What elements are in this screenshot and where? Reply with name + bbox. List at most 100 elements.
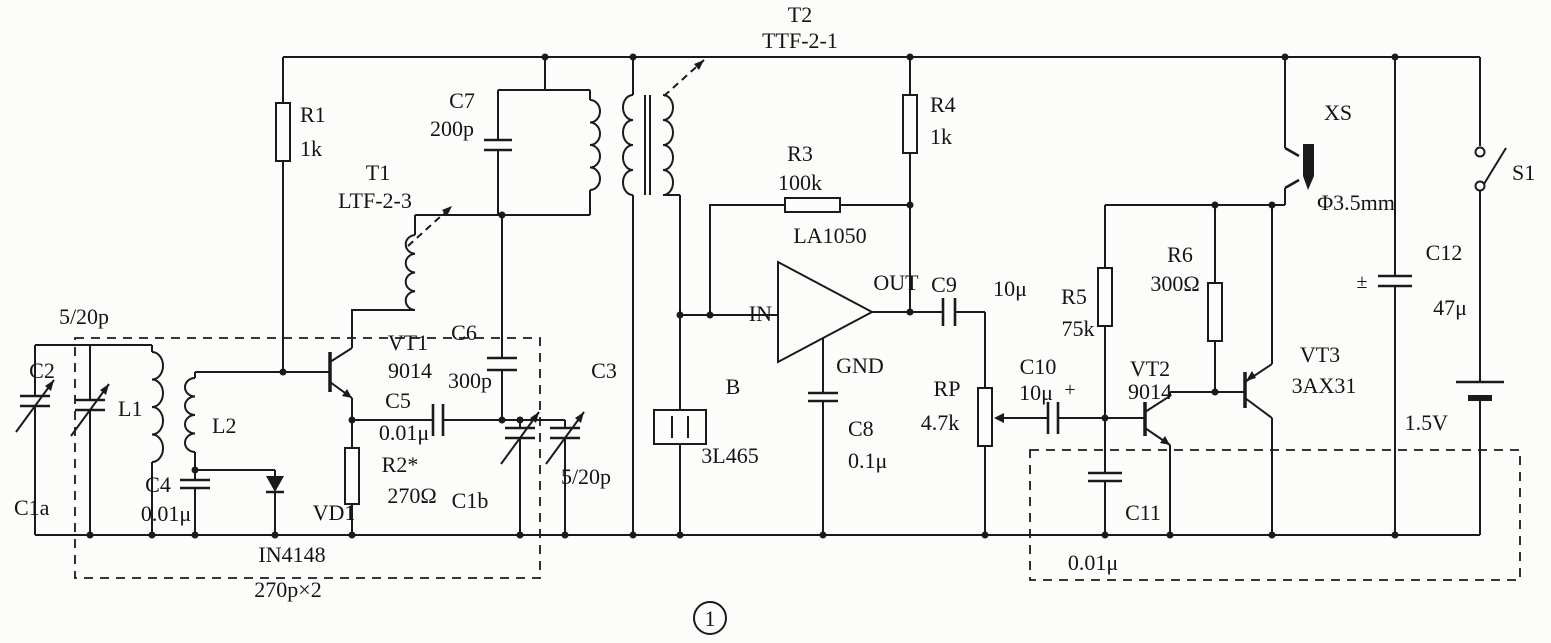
figure-number-badge xyxy=(693,601,727,635)
junction-dot xyxy=(86,531,94,539)
junction-dot xyxy=(498,416,506,424)
ic-amp-triangle xyxy=(777,260,875,364)
c2-arrowhead xyxy=(45,380,54,391)
r2-ref: R2* xyxy=(382,452,419,477)
c9-ref: C9 xyxy=(931,272,957,297)
ic1-pin-in: IN xyxy=(749,301,772,326)
junction-dot xyxy=(906,201,914,209)
coil-osc xyxy=(589,99,601,191)
l1-ref: L1 xyxy=(118,396,142,421)
vt1-emitter-arrow xyxy=(342,389,352,398)
vt1-ref: VT1 xyxy=(388,330,428,355)
c1a-trim-arrow xyxy=(70,383,110,437)
vt2-model: 9014 xyxy=(1128,379,1172,404)
junction-dot xyxy=(498,211,506,219)
c3-ref: C3 xyxy=(591,358,617,383)
junction-dot xyxy=(819,531,827,539)
t2-ref: T2 xyxy=(788,2,812,27)
r4-ref: R4 xyxy=(930,92,956,117)
jack-xs-contacts xyxy=(1284,146,1300,190)
junction-dot xyxy=(1281,53,1289,61)
b-model: 3L465 xyxy=(701,443,758,468)
ic1-name: LA1050 xyxy=(793,223,866,248)
c1a-arrowhead xyxy=(100,384,109,395)
c5-value: 0.01μ xyxy=(379,420,429,445)
resistor-r5 xyxy=(1097,267,1113,327)
junction-dot xyxy=(981,531,989,539)
gang-note: 270p×2 xyxy=(254,577,321,602)
t2-tuning-arrow xyxy=(663,59,705,97)
junction-dot xyxy=(271,531,279,539)
potentiometer-rp xyxy=(977,387,993,447)
r3-value: 100k xyxy=(778,170,822,195)
vt3-model: 3AX31 xyxy=(1292,373,1357,398)
c10-value: 10μ xyxy=(1019,380,1053,405)
c4-value: 0.01μ xyxy=(141,501,191,526)
junction-dot xyxy=(1268,531,1276,539)
vd1-model: IN4148 xyxy=(258,542,325,567)
r4-value: 1k xyxy=(930,124,952,149)
c9-value: 10μ xyxy=(993,276,1027,301)
coil-t2-left xyxy=(622,94,634,196)
junction-dot xyxy=(629,531,637,539)
resistor-r2 xyxy=(344,447,360,505)
r6-ref: R6 xyxy=(1167,242,1193,267)
b-ref: B xyxy=(726,374,741,399)
r6-value: 300Ω xyxy=(1150,271,1199,296)
resistor-r3 xyxy=(784,197,841,213)
junction-dot xyxy=(348,531,356,539)
transistor-base-bars xyxy=(328,352,1247,436)
c11-value: 0.01μ xyxy=(1068,550,1118,575)
xs-size: Φ3.5mm xyxy=(1317,190,1395,215)
vt2-ref: VT2 xyxy=(1130,356,1170,381)
output-section-box xyxy=(1029,449,1521,581)
resistor-r4 xyxy=(902,94,918,154)
t2-model: TTF-2-1 xyxy=(762,28,838,53)
vt3-ref: VT3 xyxy=(1300,342,1340,367)
c12-value: 47μ xyxy=(1433,295,1467,320)
junction-dot xyxy=(1101,414,1109,422)
c12-polarity: ± xyxy=(1357,271,1368,293)
c6-ref: C6 xyxy=(451,320,477,345)
ceramic-filter-b xyxy=(653,409,707,445)
junction-dot xyxy=(1391,53,1399,61)
capacitor-c8 xyxy=(808,391,838,403)
switch-s1-contact-top xyxy=(1474,146,1486,158)
battery-value: 1.5V xyxy=(1405,410,1449,435)
coil-t1 xyxy=(404,234,416,311)
junction-dot xyxy=(148,531,156,539)
junction-dot xyxy=(1211,201,1219,209)
ceramic-filter-inner xyxy=(671,416,689,438)
junction-dot xyxy=(279,368,287,376)
junction-dot xyxy=(516,416,524,424)
c2-ref: C2 xyxy=(29,358,55,383)
jack-xs-plug xyxy=(1303,144,1314,176)
rp-wiper-arrow xyxy=(994,413,1004,423)
c2-trim-arrow xyxy=(15,379,55,433)
junction-dot xyxy=(1268,201,1276,209)
t1-ref: T1 xyxy=(366,160,390,185)
vt2-emitter-arrow xyxy=(1160,436,1170,445)
c3-value: 5/20p xyxy=(561,464,611,489)
junction-dot xyxy=(348,416,356,424)
junction-dot xyxy=(191,466,199,474)
figure-number: 1 xyxy=(705,606,716,631)
r5-ref: R5 xyxy=(1061,284,1087,309)
vt3-leads xyxy=(1244,205,1273,535)
tuning-gang-box xyxy=(74,337,541,579)
r1-ref: R1 xyxy=(300,102,326,127)
coil-t2-right xyxy=(662,94,674,196)
junction-dot xyxy=(1101,531,1109,539)
c3-arrowhead xyxy=(575,412,584,423)
c12-ref: C12 xyxy=(1426,240,1463,265)
junction-dot xyxy=(191,531,199,539)
c4-ref: C4 xyxy=(145,472,171,497)
capacitor-c12 xyxy=(1378,274,1412,288)
coil-l2 xyxy=(184,377,196,453)
capacitor-c9 xyxy=(941,298,957,326)
jack-xs-plug-tip xyxy=(1303,176,1314,190)
r2-value: 270Ω xyxy=(387,483,436,508)
c7-ref: C7 xyxy=(449,88,475,113)
